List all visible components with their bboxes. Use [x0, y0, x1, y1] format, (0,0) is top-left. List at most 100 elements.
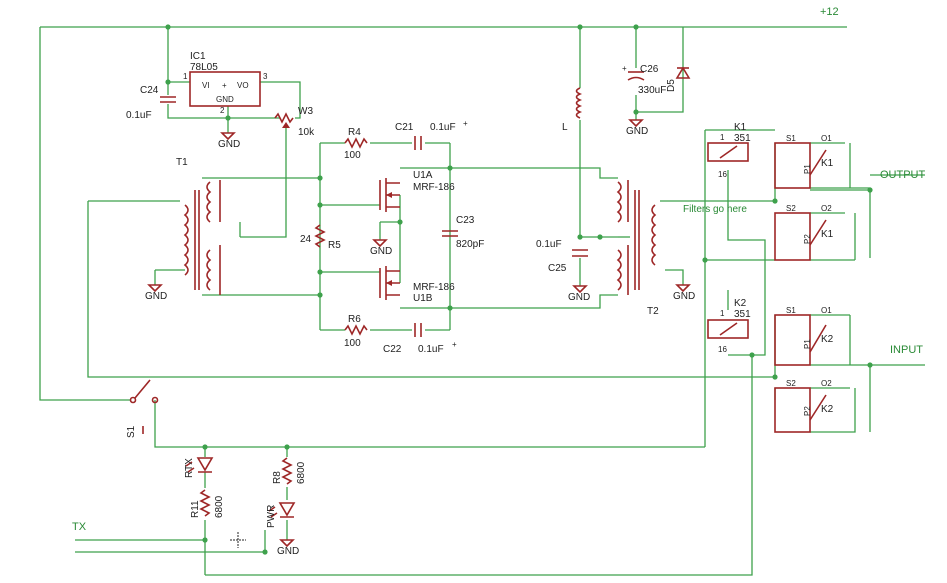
rtx-ref: RTX: [184, 458, 195, 478]
r11-ref: R11: [190, 500, 201, 518]
c25-value: 0.1uF: [536, 239, 562, 250]
u1b-part: MRF-186: [413, 282, 455, 293]
ic1-ref: IC1: [190, 51, 206, 62]
net-label-input: INPUT: [890, 344, 923, 356]
c21-ref: C21: [395, 122, 414, 133]
k2-pin16: 16: [718, 345, 727, 354]
gnd-icon: GND: [218, 132, 240, 150]
resistor-r5: 24 R5: [300, 224, 341, 251]
crosshair-cursor-icon: [230, 532, 246, 548]
ic1-pin-vo: VO: [237, 81, 249, 90]
svg-text:GND: GND: [673, 291, 695, 302]
ic1-pin-gnd: GND: [216, 95, 234, 104]
svg-text:P2: P2: [803, 234, 812, 244]
gnd-icon: GND: [277, 539, 299, 557]
mosfet-u1b: MRF-186 U1B: [379, 266, 455, 304]
led-rtx: RTX: [184, 457, 214, 478]
svg-text:S1: S1: [786, 134, 796, 143]
r8-ref: R8: [272, 471, 283, 484]
svg-text:K1: K1: [821, 158, 834, 169]
relay-contacts-k1: S1 O1 K1 P1 S2 O2 K1 P2: [774, 134, 834, 261]
svg-text:O2: O2: [821, 379, 832, 388]
capacitor-c25: 0.1uF C25: [536, 239, 588, 274]
svg-text:O1: O1: [821, 134, 832, 143]
u1a-ref: U1A: [413, 170, 433, 181]
led-pwr: PWR: [266, 502, 296, 528]
diode-d5: D5: [666, 66, 691, 92]
svg-text:GND: GND: [145, 291, 167, 302]
ic1-pin-plus: +: [222, 81, 227, 90]
junctions: [165, 24, 873, 555]
c21-plus: +: [463, 119, 468, 128]
c22-ref: C22: [383, 344, 402, 355]
switch-s1: S1: [126, 379, 159, 438]
c26-ref: C26: [640, 64, 659, 75]
c24-ref: C24: [140, 85, 159, 96]
k1-coil-part: 351: [734, 133, 751, 144]
w3-ref: W3: [298, 106, 313, 117]
c21-value: 0.1uF: [430, 122, 456, 133]
c23-ref: C23: [456, 215, 475, 226]
gnd-icon: GND: [626, 119, 648, 137]
r4-ref: R4: [348, 127, 361, 138]
capacitor-c22: C22 0.1uF +: [383, 323, 457, 355]
r5-value: 24: [300, 234, 312, 245]
d5-ref: D5: [666, 79, 677, 92]
inductor-ref: L: [562, 122, 568, 133]
k2-pin1: 1: [720, 309, 725, 318]
c24-value: 0.1uF: [126, 110, 152, 121]
gnd-icon: GND: [673, 284, 695, 302]
c26-plus: +: [622, 64, 627, 73]
k2-coil-part: 351: [734, 309, 751, 320]
ic1-pin1: 1: [183, 72, 188, 81]
k1-coil-ref: K1: [734, 122, 747, 133]
net-label-v12: +12: [820, 6, 839, 18]
c25-ref: C25: [548, 263, 567, 274]
capacitor-c24: C24 0.1uF: [126, 85, 176, 121]
ground-symbols: GND GND GND GND GND GND GND: [145, 119, 695, 557]
resistor-r4: R4 100: [344, 127, 368, 161]
c23-value: 820pF: [456, 239, 484, 250]
svg-text:K2: K2: [821, 404, 834, 415]
svg-text:GND: GND: [218, 139, 240, 150]
r11-value: 6800: [214, 495, 225, 518]
capacitor-c21: C21 0.1uF +: [395, 119, 468, 150]
svg-text:GND: GND: [626, 126, 648, 137]
r6-value: 100: [344, 338, 361, 349]
gnd-icon: GND: [568, 285, 590, 303]
resistor-r8: R8 6800: [272, 457, 307, 485]
net-label-output: OUTPUT: [880, 169, 926, 181]
w3-value: 10k: [298, 127, 315, 138]
svg-text:S2: S2: [786, 379, 796, 388]
ic1-part: 78L05: [190, 62, 218, 73]
u1a-part: MRF-186: [413, 182, 455, 193]
relay-coil-k2: K2 351 1 16: [707, 298, 751, 354]
inductor-l: L: [562, 87, 583, 133]
t2-ref: T2: [647, 306, 659, 317]
svg-text:GND: GND: [568, 292, 590, 303]
svg-text:O2: O2: [821, 204, 832, 213]
svg-text:GND: GND: [277, 546, 299, 557]
resistor-r6: R6 100: [344, 314, 368, 349]
svg-text:GND: GND: [370, 246, 392, 257]
relay-contacts-k2: S1 O1 K2 P1 S2 O2 K2 P2: [774, 306, 834, 433]
svg-text:K1: K1: [821, 229, 834, 240]
t1-ref: T1: [176, 157, 188, 168]
r5-ref: R5: [328, 240, 341, 251]
transformer-t1: T1: [176, 157, 221, 295]
c22-value: 0.1uF: [418, 344, 444, 355]
gnd-icon: GND: [370, 239, 392, 257]
svg-text:P1: P1: [803, 339, 812, 349]
svg-text:S1: S1: [786, 306, 796, 315]
gnd-icon: GND: [145, 284, 167, 302]
ic1-pin2: 2: [220, 106, 225, 115]
k1-pin1: 1: [720, 133, 725, 142]
r6-ref: R6: [348, 314, 361, 325]
c26-value: 330uF: [638, 85, 666, 96]
pwr-ref: PWR: [266, 505, 277, 528]
k2-coil-ref: K2: [734, 298, 747, 309]
c22-plus: +: [452, 340, 457, 349]
u1b-ref: U1B: [413, 293, 433, 304]
svg-text:P1: P1: [803, 164, 812, 174]
